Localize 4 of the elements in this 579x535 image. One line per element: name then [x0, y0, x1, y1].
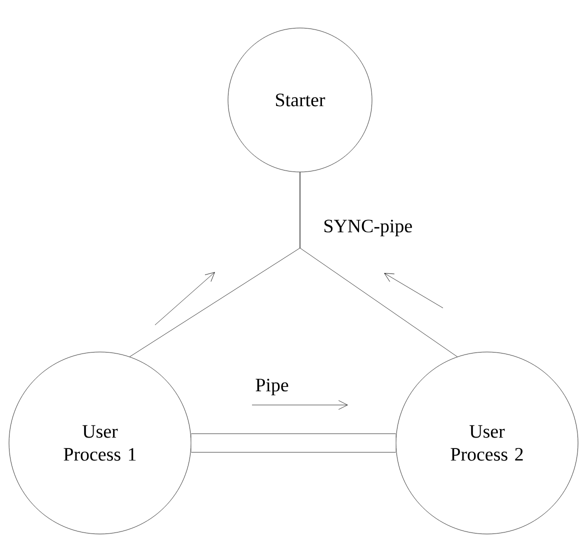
pipe-line: [300, 172, 458, 357]
pipe-line: [191, 434, 396, 452]
edge-label: SYNC-pipe: [324, 220, 412, 236]
edge-label: Pipe: [256, 378, 288, 396]
